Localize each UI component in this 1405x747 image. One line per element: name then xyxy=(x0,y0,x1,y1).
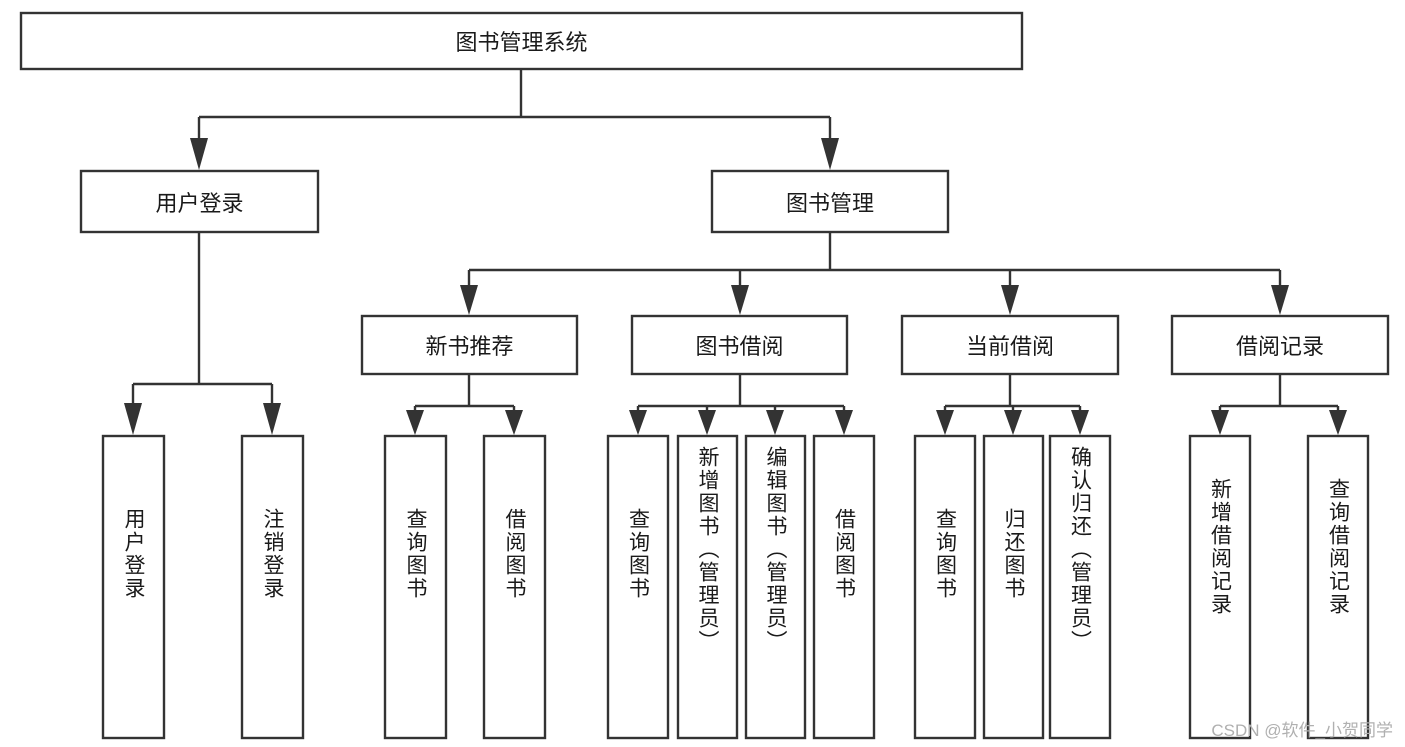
node-box-user-login[interactable] xyxy=(79,169,320,234)
arrow-head-leaf-book-borrow-3 xyxy=(835,410,853,435)
arrow-head-leaf-new-book-1 xyxy=(505,410,523,435)
node-box-leaf-book-borrow-1[interactable] xyxy=(676,434,739,740)
node-box-leaf-new-book-0[interactable] xyxy=(383,434,448,740)
arrow-head-book-management xyxy=(821,138,839,170)
node-box-leaf-current-borrow-1[interactable] xyxy=(982,434,1045,740)
node-box-leaf-current-borrow-0[interactable] xyxy=(913,434,977,740)
node-box-borrow-record[interactable] xyxy=(1170,314,1390,376)
arrow-head-leaf-user-login-1 xyxy=(263,403,281,435)
arrow-head-leaf-user-login-0 xyxy=(124,403,142,435)
node-box-leaf-current-borrow-2[interactable] xyxy=(1048,434,1112,740)
node-box-leaf-book-borrow-2[interactable] xyxy=(744,434,807,740)
node-box-current-borrow[interactable] xyxy=(900,314,1120,376)
arrow-head-leaf-current-borrow-1 xyxy=(1004,410,1022,435)
node-box-new-book-recommend[interactable] xyxy=(360,314,579,376)
node-box-leaf-new-book-1[interactable] xyxy=(482,434,547,740)
arrow-head-leaf-borrow-record-0 xyxy=(1211,410,1229,435)
arrow-head-leaf-current-borrow-0 xyxy=(936,410,954,435)
arrow-head-leaf-new-book-0 xyxy=(406,410,424,435)
arrow-head-user-login xyxy=(190,138,208,170)
node-box-leaf-borrow-record-0[interactable] xyxy=(1188,434,1252,740)
node-box-book-borrow[interactable] xyxy=(630,314,849,376)
arrow-head-leaf-current-borrow-2 xyxy=(1071,410,1089,435)
arrow-head-leaf-book-borrow-0 xyxy=(629,410,647,435)
node-box-leaf-user-login-0[interactable] xyxy=(101,434,166,740)
arrow-head-leaf-book-borrow-1 xyxy=(698,410,716,435)
arrow-head-leaf-book-borrow-2 xyxy=(766,410,784,435)
arrow-head-borrow-record xyxy=(1271,285,1289,315)
node-box-leaf-book-borrow-3[interactable] xyxy=(812,434,876,740)
node-box-root[interactable] xyxy=(19,11,1024,71)
node-box-leaf-borrow-record-1[interactable] xyxy=(1306,434,1370,740)
node-box-leaf-user-login-1[interactable] xyxy=(240,434,305,740)
arrow-head-leaf-borrow-record-1 xyxy=(1329,410,1347,435)
arrow-head-new-book-recommend xyxy=(460,285,478,315)
arrow-head-current-borrow xyxy=(1001,285,1019,315)
node-box-leaf-book-borrow-0[interactable] xyxy=(606,434,670,740)
arrow-head-book-borrow xyxy=(731,285,749,315)
node-box-book-management[interactable] xyxy=(710,169,950,234)
